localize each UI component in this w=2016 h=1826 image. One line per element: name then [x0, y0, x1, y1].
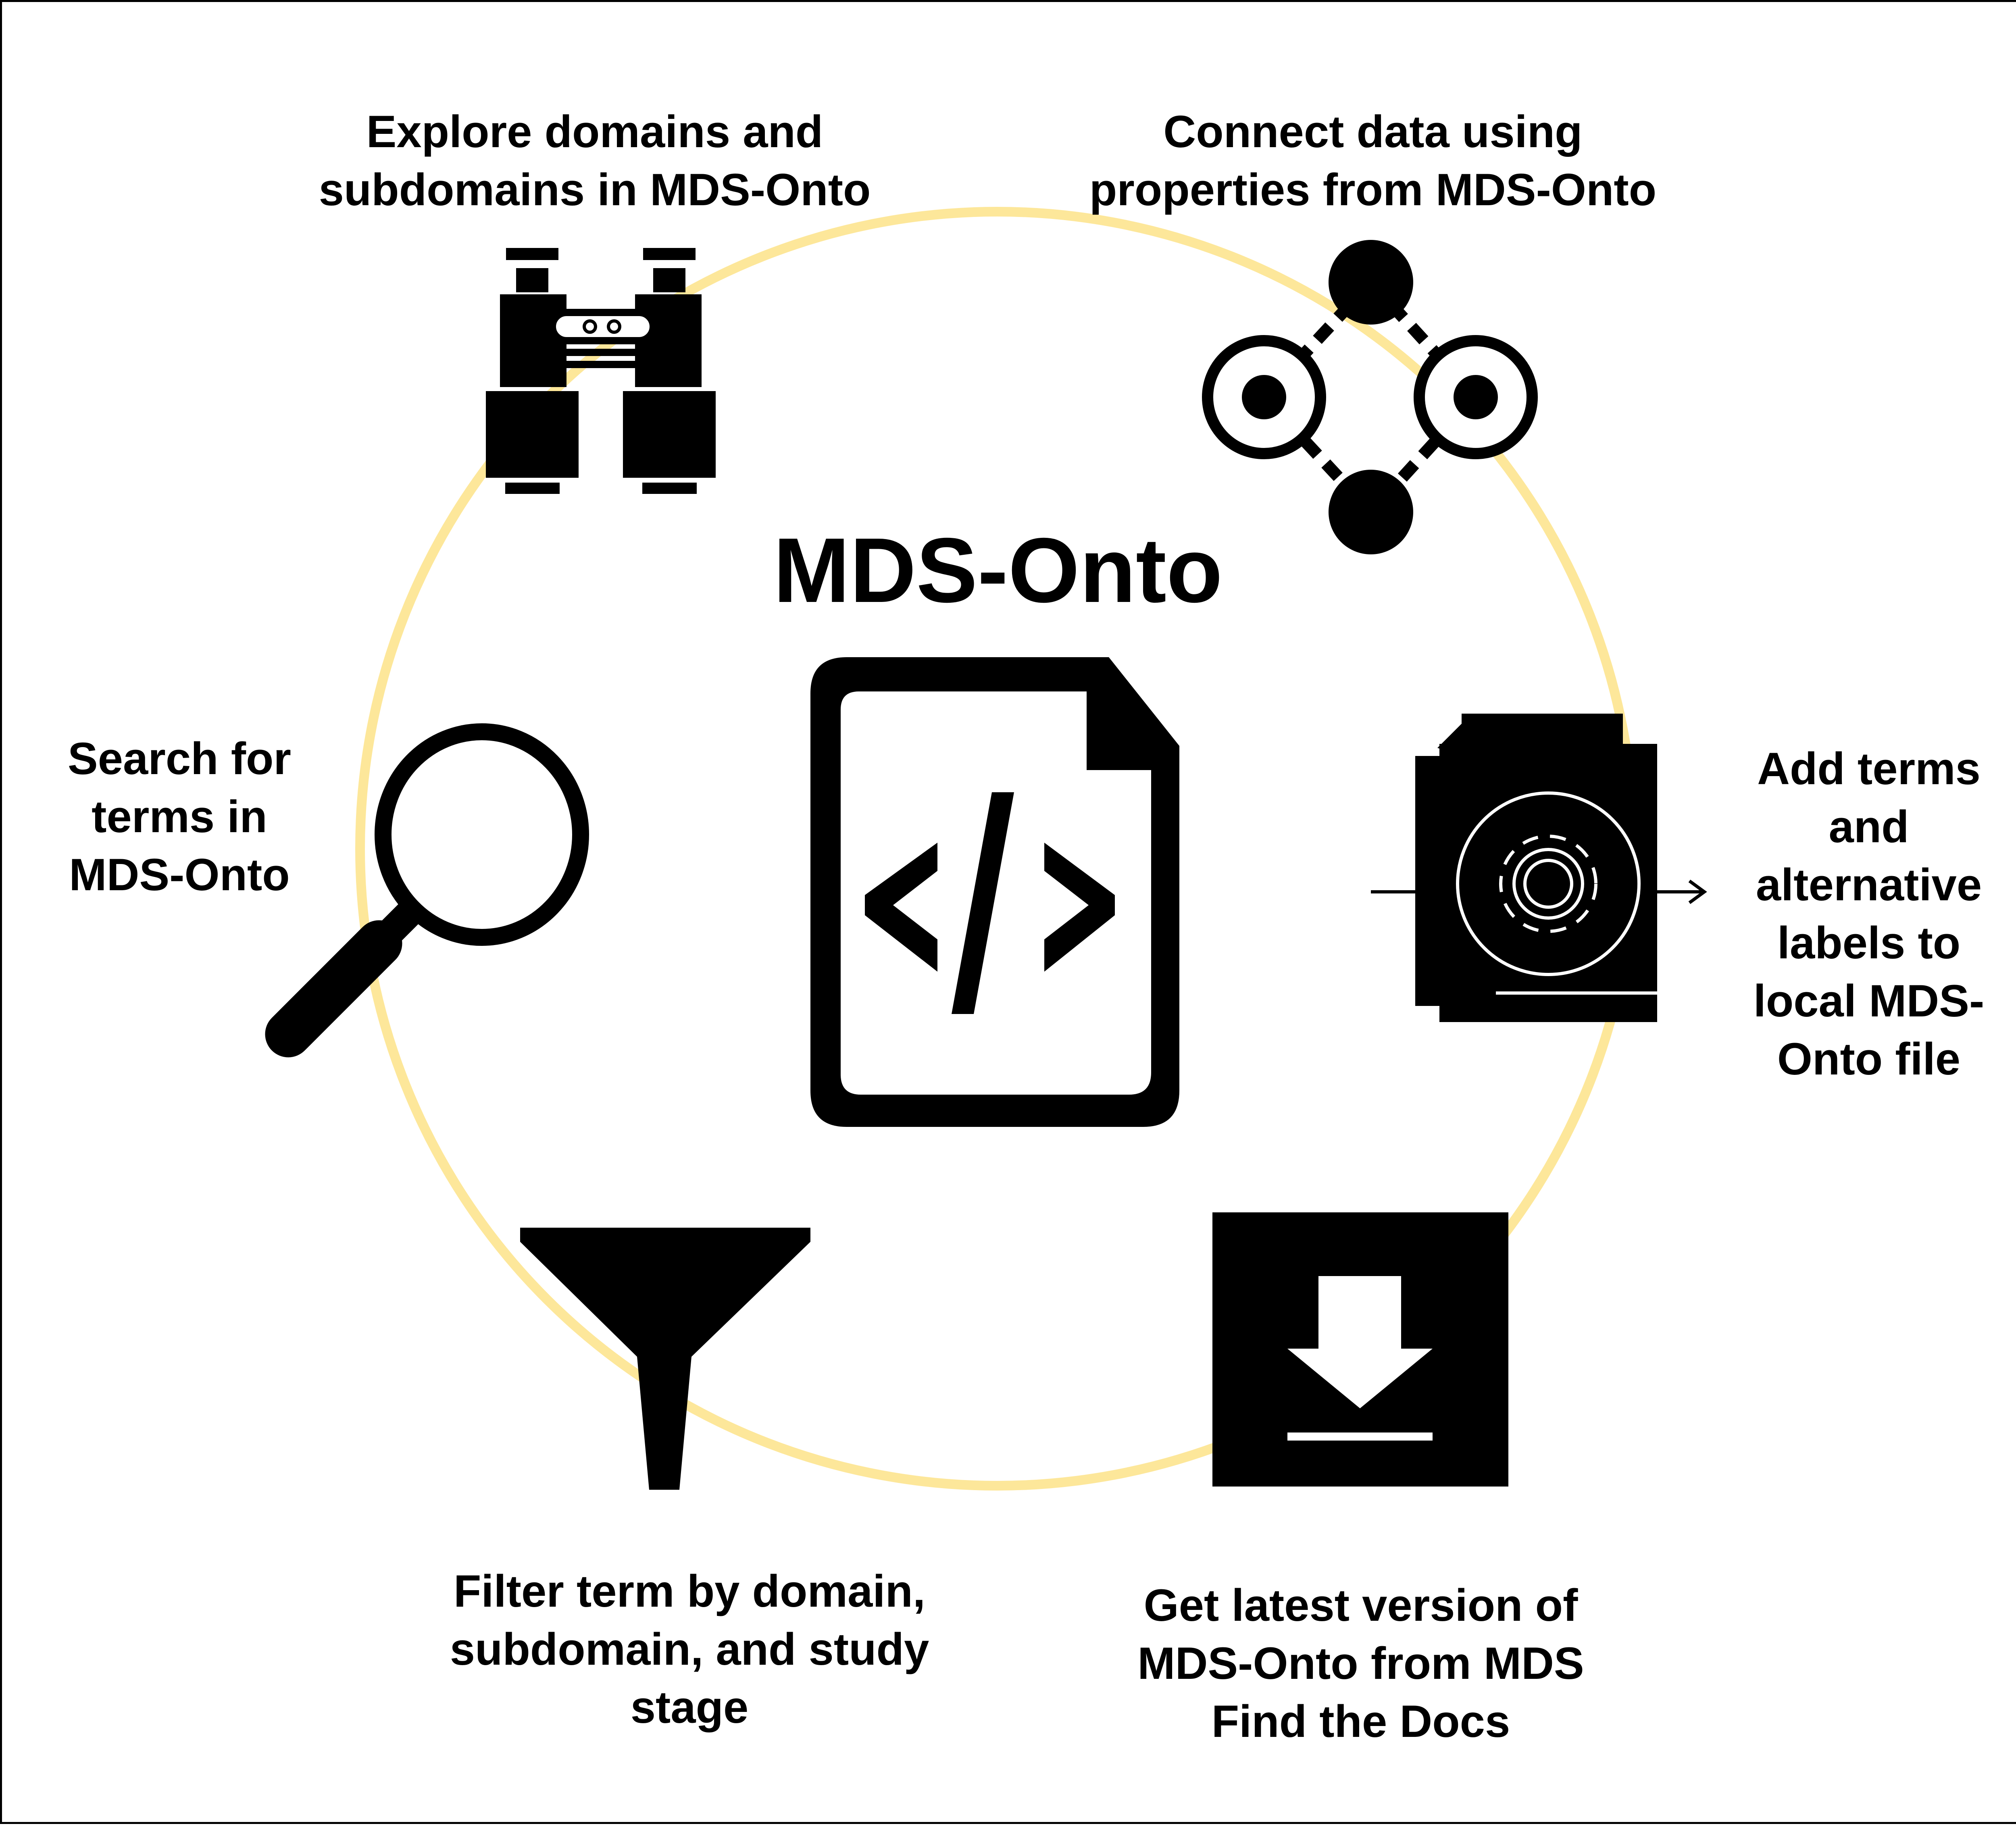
label-line: Onto file	[1777, 1034, 1961, 1084]
label-line: MDS-Onto from MDS	[1137, 1638, 1584, 1689]
download-icon	[1212, 1212, 1508, 1487]
funnel-icon	[520, 1228, 810, 1490]
label-line: stage	[630, 1682, 749, 1732]
diagram-title: MDS-Onto	[773, 519, 1223, 622]
label-line: Connect data using	[1163, 106, 1583, 157]
label-line: subdomains in MDS-Onto	[319, 164, 871, 215]
label-line: and	[1829, 802, 1909, 852]
code-file-icon	[810, 657, 1179, 1127]
node-label-connect: Connect data using properties from MDS-O…	[1042, 103, 1704, 219]
label-line: Get latest version of	[1143, 1580, 1578, 1630]
label-line: Explore domains and	[366, 106, 823, 157]
graph-network-icon	[1202, 240, 1538, 554]
label-line: alternative	[1756, 860, 1982, 910]
label-line: terms in	[92, 791, 267, 842]
node-label-filter: Filter term by domain, subdomain, and st…	[405, 1562, 974, 1736]
label-line: Add terms	[1757, 743, 1981, 794]
label-line: Filter term by domain,	[454, 1566, 925, 1616]
label-line: Find the Docs	[1211, 1696, 1510, 1747]
node-label-explore: Explore domains and subdomains in MDS-On…	[276, 103, 913, 219]
binoculars-icon	[486, 248, 716, 494]
node-label-download: Get latest version of MDS-Onto from MDS …	[1075, 1576, 1647, 1751]
node-label-add: Add terms and alternative labels to loca…	[1712, 740, 2016, 1088]
label-line: labels to	[1777, 918, 1961, 968]
label-line: MDS-Onto	[69, 849, 290, 900]
label-line: Search for	[68, 733, 291, 784]
documents-gear-icon	[1371, 714, 1707, 1022]
label-line: properties from MDS-Onto	[1089, 164, 1657, 215]
node-label-search: Search for terms in MDS-Onto	[26, 730, 333, 904]
magnifier-icon	[265, 723, 589, 1058]
label-line: local MDS-	[1753, 976, 1985, 1026]
label-line: subdomain, and study	[450, 1624, 929, 1674]
